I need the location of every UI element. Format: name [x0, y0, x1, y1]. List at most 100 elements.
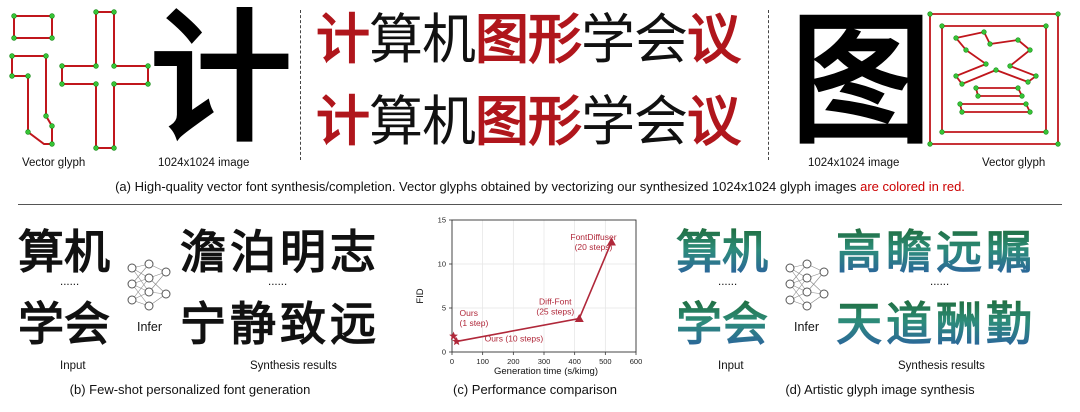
- d-output-char: 瞩: [986, 225, 1036, 279]
- chart-point-label-line: FontDiffuser: [570, 232, 616, 242]
- line2-seg-0: 计: [316, 90, 370, 153]
- chart-point-label-line: Ours: [460, 308, 478, 318]
- b-output-char: 静: [230, 297, 280, 351]
- line1-seg-1: 算机: [369, 8, 476, 71]
- image-glyph-right: 图: [790, 0, 932, 164]
- chart-x-tick-label: 400: [568, 357, 581, 366]
- chart-point-label: Diff-Font(25 steps): [536, 297, 574, 317]
- d-results-label: Synthesis results: [898, 360, 985, 372]
- d-output-char: 道: [886, 297, 936, 351]
- chart-x-tick-label: 100: [476, 357, 489, 366]
- d-input-char: 会: [722, 297, 768, 351]
- b-output-char: 志: [330, 225, 380, 279]
- b-output-char: 致: [280, 297, 330, 351]
- d-output-char: 瞻: [886, 225, 936, 279]
- image-glyph-right-label: 1024x1024 image: [808, 157, 900, 169]
- b-input-char: 学: [18, 297, 64, 351]
- chart-y-tick-label: 10: [438, 260, 446, 269]
- d-output-char: 酬: [936, 297, 986, 351]
- caption-d: (d) Artistic glyph image synthesis: [785, 382, 975, 397]
- d-output-char: 天: [836, 297, 886, 351]
- b-results-label: Synthesis results: [250, 360, 337, 372]
- b-input-char: 机: [64, 225, 110, 279]
- b-output-row-2: 宁静致远: [180, 298, 380, 350]
- image-glyph-left: 计: [150, 0, 292, 162]
- chart-x-tick-label: 300: [538, 357, 551, 366]
- chart-point-label-line: (1 step): [460, 318, 489, 328]
- chart-point-label: Ours (10 steps): [485, 333, 544, 343]
- chart-point-label: Ours(1 step): [460, 308, 489, 328]
- d-input-dots: ......: [718, 276, 738, 288]
- d-output-row-1: 高瞻远瞩: [836, 226, 1036, 278]
- d-input-char: 机: [722, 225, 768, 279]
- caption-a-main: (a) High-quality vector font synthesis/c…: [115, 179, 861, 194]
- caption-a-red: are colored in red.: [860, 179, 965, 194]
- d-output-dots: ......: [930, 276, 950, 288]
- chart-point-label-line: (25 steps): [536, 307, 574, 317]
- chart-frame: [451, 219, 637, 353]
- line2-seg-4: 学会: [581, 90, 688, 153]
- chart-point-label-line: (20 steps): [575, 242, 613, 252]
- title-line-2: 计算机图形学会议: [316, 90, 741, 154]
- chart-x-tick-label: 0: [450, 357, 454, 366]
- chart-y-tick-label: 15: [438, 216, 446, 225]
- b-output-char: 远: [330, 297, 380, 351]
- line1-seg-4: 议: [687, 8, 741, 71]
- chart-x-tick-label: 200: [507, 357, 520, 366]
- line2-seg-1: 算机: [369, 90, 476, 153]
- d-network-icon: [785, 259, 829, 311]
- b-infer-label: Infer: [137, 320, 163, 334]
- b-input-row-1: 算机: [18, 226, 110, 278]
- b-network-icon: [127, 259, 171, 311]
- d-infer-label: Infer: [794, 320, 820, 334]
- chart-x-axis-label: Generation time (s/kimg): [494, 366, 598, 377]
- b-input-char: 算: [18, 225, 64, 279]
- chart-point-triangle: [606, 237, 616, 246]
- vector-glyph-left: [9, 9, 151, 151]
- vector-glyph-right: [927, 11, 1061, 147]
- d-output-char: 远: [936, 225, 986, 279]
- section-divider: [18, 204, 1062, 205]
- line1-seg-2: 图形: [475, 8, 582, 71]
- image-glyph-left-label: 1024x1024 image: [158, 157, 250, 169]
- chart-y-tick-label: 5: [442, 304, 446, 313]
- b-output-char: 明: [280, 225, 330, 279]
- chart-point-star: [449, 331, 458, 340]
- chart-point-label: FontDiffuser(20 steps): [570, 232, 616, 252]
- title-line-1: 计算机图形学会议: [316, 8, 741, 72]
- chart-point-star: [452, 336, 461, 346]
- d-input-row-1: 算机: [676, 226, 768, 278]
- b-input-row-2: 学会: [18, 298, 110, 350]
- b-input-label: Input: [60, 360, 86, 372]
- d-input-label: Input: [718, 360, 744, 372]
- chart-point-triangle: [574, 314, 584, 323]
- line2-seg-3: 形: [528, 90, 582, 153]
- caption-a: (a) High-quality vector font synthesis/c…: [0, 179, 1080, 194]
- d-output-char: 勤: [986, 297, 1036, 351]
- d-output-row-2: 天道酬勤: [836, 298, 1036, 350]
- b-output-row-1: 澹泊明志: [180, 226, 380, 278]
- chart-y-axis-label: FID: [415, 288, 426, 303]
- vector-glyph-right-label: Vector glyph: [982, 157, 1046, 169]
- vector-glyph-left-label: Vector glyph: [22, 157, 86, 169]
- d-input-row-2: 学会: [676, 298, 768, 350]
- b-output-char: 宁: [180, 297, 230, 351]
- b-input-dots: ......: [60, 276, 80, 288]
- line2-seg-2: 图: [475, 90, 529, 153]
- b-output-char: 泊: [230, 225, 280, 279]
- chart-point-label-line: Diff-Font: [539, 297, 572, 307]
- caption-b: (b) Few-shot personalized font generatio…: [69, 382, 311, 397]
- chart-y-tick-label: 0: [442, 348, 446, 357]
- line1-seg-3: 学会: [581, 8, 688, 71]
- b-output-dots: ......: [268, 276, 288, 288]
- chart-x-tick-label: 500: [599, 357, 612, 366]
- divider-left: [300, 10, 301, 160]
- d-input-char: 学: [676, 297, 722, 351]
- d-input-char: 算: [676, 225, 722, 279]
- chart-point-label-line: Ours (10 steps): [485, 333, 544, 343]
- b-output-char: 澹: [180, 225, 230, 279]
- chart-x-tick-label: 600: [630, 357, 643, 366]
- caption-c: (c) Performance comparison: [453, 382, 617, 397]
- line2-seg-5: 议: [687, 90, 741, 153]
